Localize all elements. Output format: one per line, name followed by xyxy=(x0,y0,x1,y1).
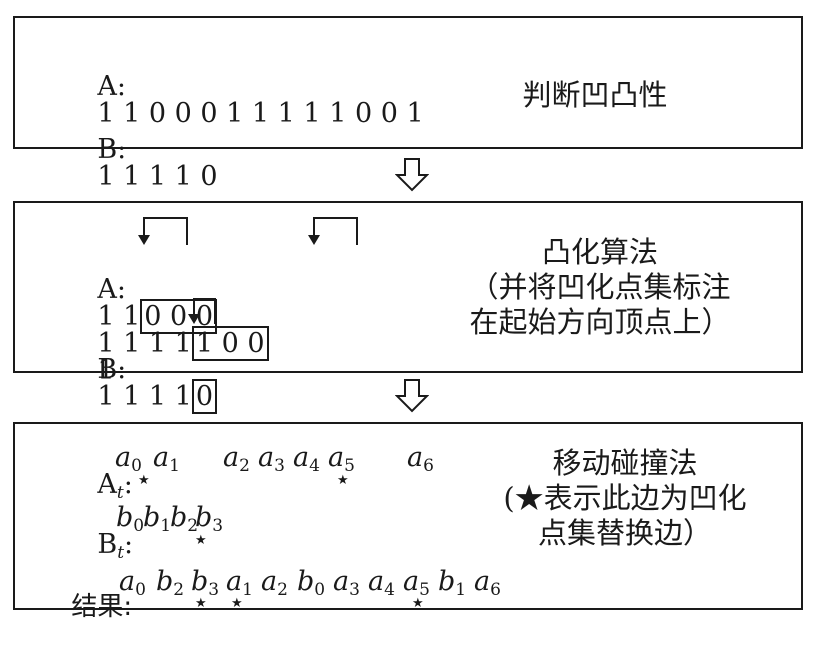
sequence-bt-label: Bt: xyxy=(97,529,134,563)
panel3-desc-line3: 点集替换边） xyxy=(537,515,712,550)
sequence-b: B: 1 1 1 1 0 xyxy=(63,109,218,217)
sequence-at: At: xyxy=(63,444,133,529)
panel3-desc-line1: 移动碰撞法 xyxy=(552,446,698,480)
panel3-description: 移动碰撞法 (★表示此边为凹化 点集替换边） xyxy=(465,446,785,550)
at-item-4: a4 xyxy=(293,442,320,476)
result-item-2: b3 xyxy=(191,566,220,600)
sequence-at-label: At: xyxy=(97,469,133,503)
bracket-arrow-a2 xyxy=(308,217,358,245)
result-item-6: a3 xyxy=(333,566,360,600)
bt-item-3: b3 xyxy=(195,502,224,536)
bt-item-2: b2 xyxy=(170,502,199,536)
at-item-1: a1 xyxy=(153,442,180,476)
star-marker: ★ xyxy=(195,533,207,548)
result-item-3: a1 xyxy=(226,566,253,600)
bt-item-0: b0 xyxy=(116,502,145,536)
concave-set-box-2: 1 0 0 xyxy=(191,326,269,361)
sequence-a: A: 1 1 0 0 0 1 1 1 1 1 0 0 1 xyxy=(63,46,424,154)
star-marker: ★ xyxy=(337,473,349,488)
sequence-a-label: A: xyxy=(97,274,126,305)
bracket-arrow-b xyxy=(188,298,216,324)
result-item-4: a2 xyxy=(261,566,288,600)
star-marker: ★ xyxy=(138,473,150,488)
panel2-description: 凸化算法 （并将凹化点集标注 在起始方向顶点上） xyxy=(435,235,765,339)
result-item-7: a4 xyxy=(368,566,395,600)
star-marker: ★ xyxy=(195,596,207,611)
sequence-b-label: B: xyxy=(97,134,127,165)
star-marker: ★ xyxy=(231,596,243,611)
star-marker: ★ xyxy=(412,596,424,611)
sequence-a-prefix: 1 1 xyxy=(97,301,141,332)
sequence-a-middle: 1 1 1 1 xyxy=(97,328,192,359)
at-item-3: a3 xyxy=(258,442,285,476)
result-item-5: b0 xyxy=(297,566,326,600)
panel-convexity-check: A: 1 1 0 0 0 1 1 1 1 1 0 0 1 B: 1 1 1 1 … xyxy=(13,16,803,190)
result-item-10: a6 xyxy=(474,566,501,600)
at-item-5: a5 xyxy=(328,442,355,476)
panel2-desc-line1: 凸化算法 xyxy=(541,235,658,269)
panel2-desc-line2: （并将凹化点集标注 xyxy=(469,269,731,304)
at-item-2: a2 xyxy=(223,442,250,476)
sequence-result: 结果: xyxy=(37,566,132,647)
result-item-1: b2 xyxy=(156,566,185,600)
sequence-a-values: 1 1 0 0 0 1 1 1 1 1 0 0 1 xyxy=(97,98,424,129)
sequence-a-suffix: 1 xyxy=(97,355,115,386)
panel2-desc-line3: 在起始方向顶点上） xyxy=(469,304,731,339)
result-item-0: a0 xyxy=(119,566,146,600)
result-item-8: a5 xyxy=(403,566,430,600)
sequence-a-label: A: xyxy=(97,71,126,102)
sequence-b-label: B: xyxy=(97,354,127,385)
sequence-b-prefix: 1 1 1 1 xyxy=(97,381,192,412)
concave-set-box-b: 0 xyxy=(191,379,217,414)
result-label: 结果: xyxy=(71,592,133,622)
panel-moving-collision: At: a0 a1 a2 a3 a4 a5 a6 ★ ★ Bt: b0 b1 b… xyxy=(13,422,803,620)
down-arrow-icon xyxy=(395,158,429,192)
sequence-bt: Bt: xyxy=(63,504,133,589)
at-item-6: a6 xyxy=(407,442,434,476)
concave-set-box-1: 0 0 0 xyxy=(140,299,217,334)
down-arrow-icon xyxy=(395,379,429,413)
bracket-arrow-a1 xyxy=(138,217,188,245)
panel1-description: 判断凹凸性 xyxy=(522,78,668,112)
sequence-b-values: 1 1 1 1 0 xyxy=(97,161,218,192)
result-item-9: b1 xyxy=(438,566,467,600)
panel3-desc-line2: (★表示此边为凹化 xyxy=(503,480,747,515)
at-item-0: a0 xyxy=(115,442,142,476)
bt-item-1: b1 xyxy=(143,502,172,536)
